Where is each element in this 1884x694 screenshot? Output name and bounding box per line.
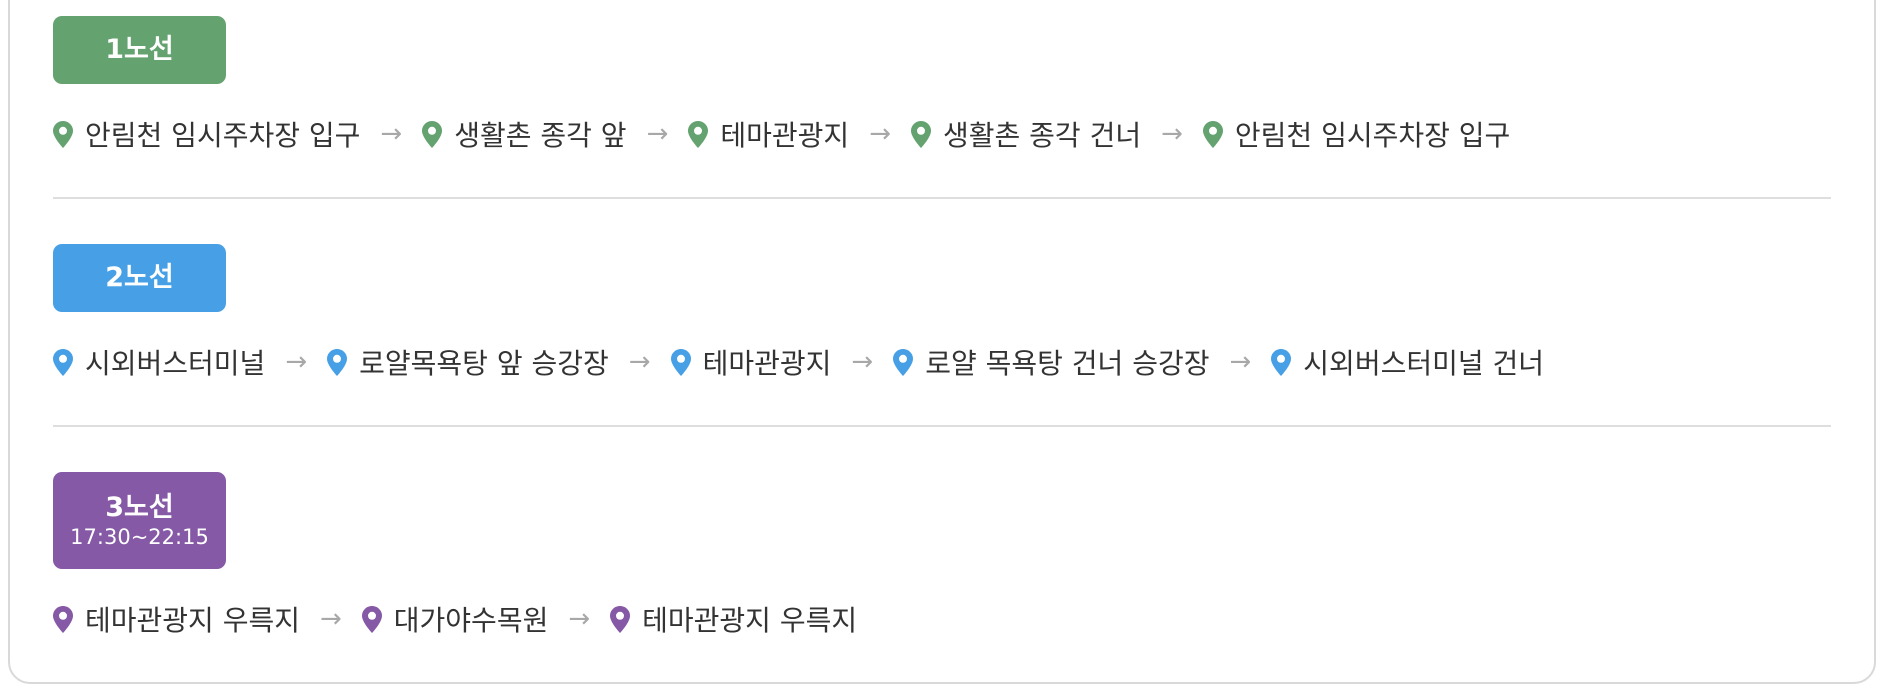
divider (53, 197, 1831, 199)
stop-item: 로얄목욕탕 앞 승강장 (327, 342, 609, 382)
stop-name: 테마관광지 (702, 347, 832, 380)
route-card (8, 0, 1876, 684)
stop-item: 생활촌 종각 건너 (910, 114, 1142, 154)
arrow-right-icon: → (568, 604, 591, 634)
stop-name: 시외버스터미널 건너 (1303, 347, 1545, 380)
route-2: 2노선 시외버스터미널 → 로얄목욕탕 앞 승강장 → 테마관광지 → 로얄 목욕탕 건너 … (53, 244, 1831, 382)
map-pin-icon (1202, 120, 1223, 148)
map-pin-icon (910, 120, 931, 148)
stop-item: 대가야수목원 (361, 599, 549, 639)
stop-item: 안림천 임시주차장 입구 (1202, 114, 1511, 154)
map-pin-icon (1271, 348, 1292, 376)
route-time: 17:30~22:15 (70, 524, 209, 549)
stop-item: 테마관광지 우륵지 (53, 599, 300, 639)
arrow-right-icon: → (851, 347, 874, 377)
route-name: 1노선 (105, 34, 174, 65)
arrow-right-icon: → (319, 604, 342, 634)
stop-name: 생활촌 종각 앞 (454, 119, 627, 152)
map-pin-icon (361, 605, 382, 633)
stop-item: 로얄 목욕탕 건너 승강장 (893, 342, 1210, 382)
stop-name: 시외버스터미널 (85, 347, 266, 380)
arrow-right-icon: → (869, 119, 891, 149)
route-1: 1노선 안림천 임시주차장 입구 → 생활촌 종각 앞 → 테마관광지 → 생활촌 종각 건… (53, 16, 1831, 154)
map-pin-icon (53, 348, 73, 376)
map-pin-icon (610, 605, 631, 633)
stop-list: 테마관광지 우륵지 → 대가야수목원 → 테마관광지 우륵지 (53, 599, 1831, 639)
map-pin-icon (53, 120, 73, 148)
divider (53, 425, 1831, 427)
stop-item: 시외버스터미널 (53, 342, 265, 382)
arrow-right-icon: → (1161, 119, 1183, 149)
route-name: 3노선 (105, 491, 174, 523)
map-pin-icon (670, 348, 691, 376)
route-badge: 1노선 (53, 16, 226, 84)
arrow-right-icon: → (628, 347, 651, 377)
map-pin-icon (422, 120, 443, 148)
stop-list: 시외버스터미널 → 로얄목욕탕 앞 승강장 → 테마관광지 → 로얄 목욕탕 건너 승강장 →… (53, 342, 1831, 382)
map-pin-icon (688, 120, 709, 148)
map-pin-icon (53, 605, 73, 633)
arrow-right-icon: → (380, 119, 403, 149)
stop-list: 안림천 임시주차장 입구 → 생활촌 종각 앞 → 테마관광지 → 생활촌 종각 건너 → 안림… (53, 114, 1831, 154)
stop-name: 테마관광지 (720, 119, 850, 152)
stop-item: 테마관광지 우륵지 (610, 599, 857, 639)
stop-name: 로얄목욕탕 앞 승강장 (359, 347, 609, 380)
stop-name: 생활촌 종각 건너 (942, 119, 1142, 152)
route-badge: 2노선 (53, 244, 226, 312)
route-3: 3노선 17:30~22:15 테마관광지 우륵지→대가야수목원→테마관광지 우… (53, 472, 1831, 639)
stop-item: 테마관광지 (670, 342, 832, 382)
stop-item: 테마관광지 (688, 114, 849, 154)
arrow-right-icon: → (285, 347, 308, 377)
stop-name: 테마관광지 우륵지 (642, 604, 858, 637)
stop-item: 안림천 임시주차장 입구 (53, 114, 360, 154)
stop-name: 대가야수목원 (393, 604, 549, 637)
arrow-right-icon: → (646, 119, 669, 149)
route-badge: 3노선 17:30~22:15 (53, 472, 226, 569)
map-pin-icon (893, 348, 914, 376)
stop-item: 시외버스터미널 건너 (1271, 342, 1544, 382)
route-name: 2노선 (105, 262, 174, 293)
arrow-right-icon: → (1229, 347, 1252, 377)
stop-name: 로얄 목욕탕 건너 승강장 (925, 347, 1210, 380)
stop-name: 테마관광지 우륵지 (85, 604, 300, 637)
stop-name: 안림천 임시주차장 입구 (85, 119, 361, 152)
stop-item: 생활촌 종각 앞 (422, 114, 627, 154)
stop-name: 안림천 임시주차장 입구 (1234, 119, 1511, 152)
map-pin-icon (327, 348, 348, 376)
